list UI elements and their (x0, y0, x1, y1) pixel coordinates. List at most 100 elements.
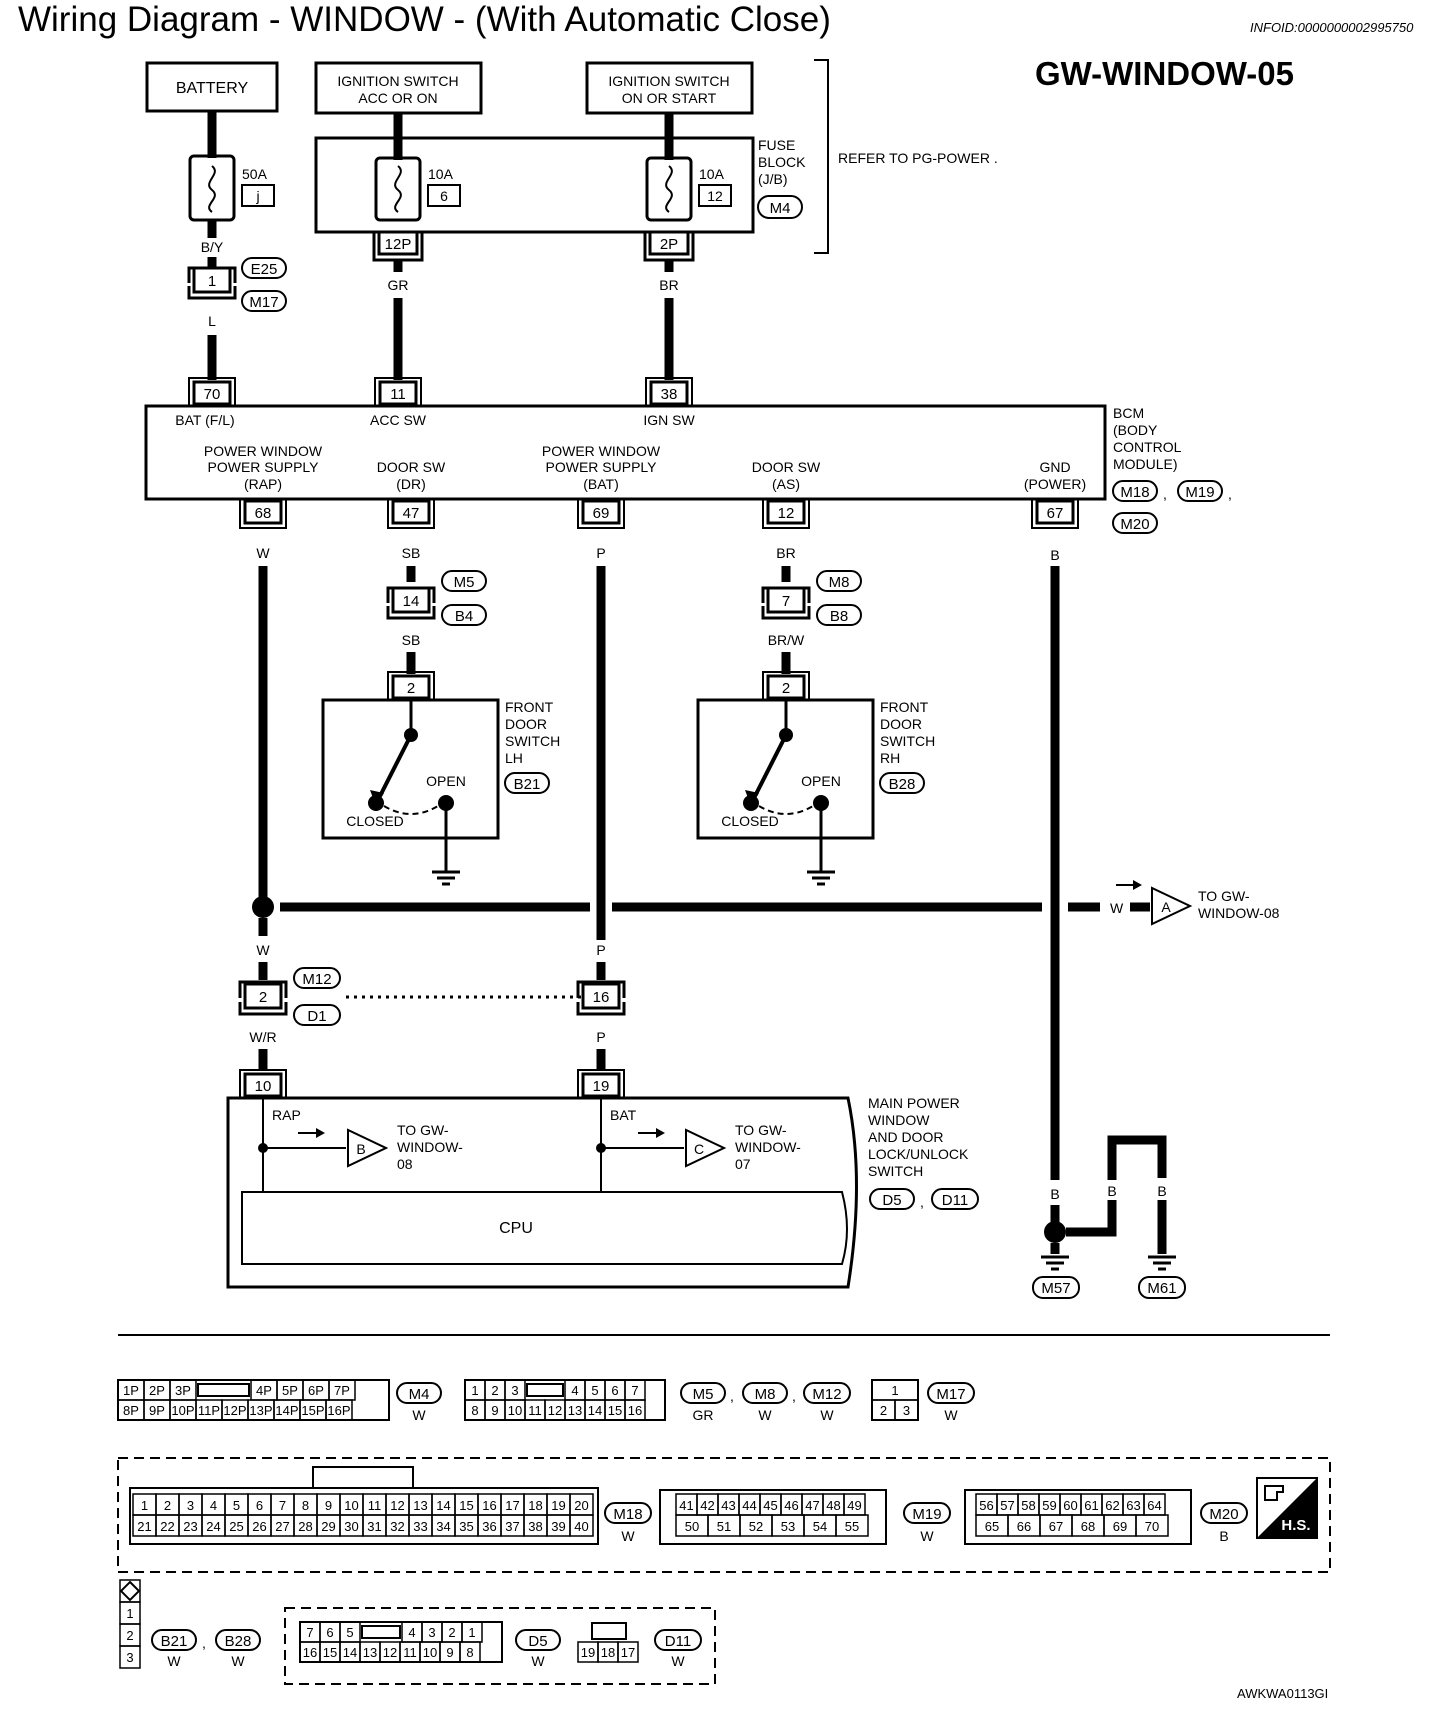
offpage-b-flow-arrowhead (316, 1128, 325, 1138)
cv-m17-frame (871, 1379, 919, 1421)
door-switch-lh-open: OPEN (426, 773, 466, 789)
cv-b21-comma: , (202, 1635, 206, 1651)
cv-m18-bot-pin-label: 23 (183, 1519, 197, 1534)
offpage-b-text-3: 08 (397, 1156, 413, 1172)
bcm-box (144, 404, 1107, 501)
door-switch-lh-name-4: LH (505, 750, 523, 766)
cv-m18-bot-cell (569, 1514, 594, 1537)
bcm-pin-70 (192, 380, 232, 406)
cv-d5-bot-pin-label: 9 (446, 1645, 453, 1660)
offpage-c-letter: C (694, 1141, 704, 1157)
cv-d11-bot-cell (617, 1641, 639, 1663)
fuse-10a-12-element (665, 165, 673, 213)
cv-m18-top-pin-label: 2 (164, 1498, 171, 1513)
fuse-10a-6-body (374, 156, 422, 222)
bcm-pw-bat-3: (BAT) (583, 476, 619, 492)
cv-d5-bot-pin-label: 15 (323, 1645, 337, 1660)
cv-m8-ref-label: M8 (755, 1386, 776, 1403)
ign-acc-label-1: IGNITION SWITCH (337, 73, 458, 89)
cv-m18-bot-pin-label: 38 (528, 1519, 542, 1534)
cv-d11-bot-pin-label: 19 (581, 1645, 595, 1660)
conn-ref-m57-label: M57 (1041, 1280, 1070, 1297)
conn-ref-b28 (879, 772, 925, 794)
fuse-50a-amp: 50A (242, 166, 268, 182)
bcm-pin-11 (378, 380, 418, 406)
door-switch-lh-name-3: SWITCH (505, 733, 560, 749)
door-switch-lh-contact-closed (368, 795, 384, 811)
cv-b28-color: W (231, 1653, 245, 1669)
cv-m18-color: W (621, 1528, 635, 1544)
door-switch-rh-closed: CLOSED (721, 813, 779, 829)
bcm-pin-12-bracket (762, 499, 810, 529)
cv-m18-bot-pin-label: 21 (137, 1519, 151, 1534)
cv-d11-bot-pin-label: 17 (621, 1645, 635, 1660)
cv-m19-top-pin-label: 45 (763, 1498, 777, 1513)
battery-label: BATTERY (176, 80, 249, 97)
cv-m5-frame (464, 1379, 666, 1421)
conn-ref-m12-label: M12 (302, 971, 331, 988)
cv-m20-color: B (1219, 1528, 1228, 1544)
refer-to-pg-power: REFER TO PG-POWER . (838, 150, 998, 166)
bcm-conn-m18 (1112, 480, 1158, 502)
cv-m4-top-pin-label: 3P (175, 1383, 191, 1398)
cv-m5-top-pin-label: 5 (591, 1383, 598, 1398)
cv-m20-ref-label: M20 (1209, 1506, 1238, 1523)
fuse-block-box (314, 136, 755, 234)
cv-m17-ref (927, 1382, 975, 1404)
cv-m19-bot-pin-label: 52 (749, 1519, 763, 1534)
wire-b-ground-loop (1066, 1135, 1167, 1237)
cv-m19-top-pin-label: 47 (805, 1498, 819, 1513)
cv-m19-bot-pin-label: 55 (845, 1519, 859, 1534)
door-switch-lh-dashed (383, 805, 439, 815)
fuse-block-label-2: BLOCK (758, 154, 806, 170)
pin-2p-label: 2P (660, 236, 678, 253)
cv-m19-bot-cell (835, 1514, 869, 1537)
cv-m5-top-pin-label: 4 (571, 1383, 578, 1398)
bcm-name-4: MODULE) (1113, 456, 1178, 472)
junction-e25-m17-pin: 1 (208, 273, 216, 290)
junction-7-pin: 7 (782, 593, 790, 610)
bcm-pin-38 (649, 380, 689, 406)
offpage-a-text-2: WINDOW-08 (1198, 905, 1280, 921)
bcm-door-dr-1: DOOR SW (377, 459, 446, 475)
offpage-a-letter: A (1161, 899, 1171, 915)
cv-m18-top-pin-label: 12 (390, 1498, 404, 1513)
cv-m4-bot-pin-label: 14P (275, 1403, 298, 1418)
junction-14-bracket-top (386, 586, 436, 603)
bcm-pin-69-bracket (577, 499, 625, 529)
bcm-pin-67-label: 67 (1047, 505, 1064, 522)
main-switch-box (226, 1096, 858, 1289)
cv-d5-ref-label: D5 (528, 1633, 547, 1650)
cv-m5-top-pin-label: 2 (491, 1383, 498, 1398)
conn-ref-b21-label: B21 (514, 776, 541, 793)
cv-m18-bot-pin-label: 39 (551, 1519, 565, 1534)
wire-color-w-bus: W (1110, 900, 1124, 916)
bcm-acc-sw: ACC SW (370, 412, 427, 428)
bcm-pin-47-bracket (387, 499, 435, 529)
cv-m18-top-pin-label: 6 (256, 1498, 263, 1513)
cv-m18-top-pin-label: 19 (551, 1498, 565, 1513)
cv-m18-bot-pin-label: 25 (229, 1519, 243, 1534)
bcm-pin-67-bracket (1031, 499, 1079, 529)
main-switch-name-3: AND DOOR (868, 1129, 943, 1145)
cv-d5-bot-pin-label: 10 (423, 1645, 437, 1660)
junction-16-bracket-bot (576, 1002, 626, 1016)
bcm-pw-rap-3: (RAP) (244, 476, 282, 492)
offpage-b-text-2: WINDOW- (397, 1139, 463, 1155)
bcm-pin-67 (1035, 499, 1075, 525)
bcm-pin-47 (391, 499, 431, 525)
cv-m19-top-pin-label: 49 (847, 1498, 861, 1513)
bcm-pin-38-label: 38 (661, 386, 678, 403)
wire-color-p-lower: P (596, 1029, 605, 1045)
conn-ref-m61-label: M61 (1147, 1280, 1176, 1297)
offpage-a-flow-arrowhead (1133, 880, 1142, 890)
cv-m8-comma: , (792, 1388, 796, 1404)
offpage-b-letter: B (356, 1141, 365, 1157)
bcm-conn-m20-label: M20 (1120, 516, 1149, 533)
bcm-conn-comma-2: , (1228, 486, 1232, 502)
junction-2-pin: 2 (259, 989, 267, 1006)
conn-ref-b8 (816, 604, 862, 626)
fuse-10a-6-element (394, 165, 402, 213)
fuse-10a-12-id-box (698, 184, 732, 207)
